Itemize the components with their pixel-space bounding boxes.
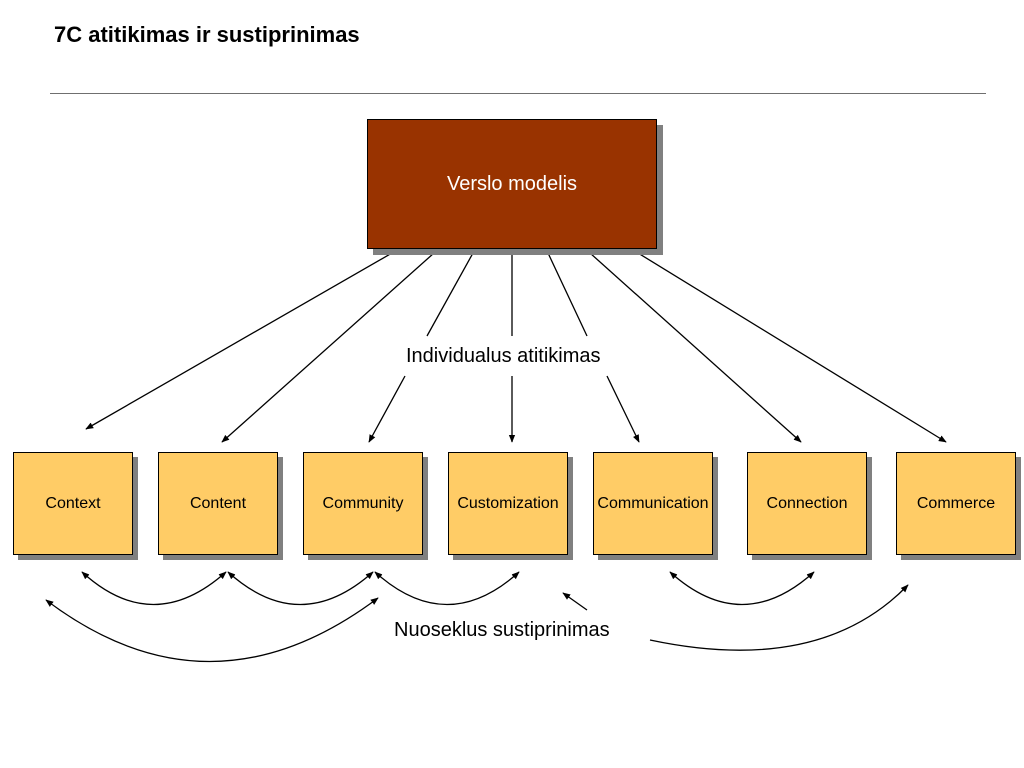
page-title: 7C atitikimas ir sustiprinimas [54, 22, 360, 47]
curve-content-community [227, 571, 374, 606]
arrow-to-commerce [637, 252, 947, 443]
arrow-to-community-upper [426, 252, 474, 337]
communication-box: Communication [593, 452, 713, 555]
community-box: Community [303, 452, 423, 555]
arrow-to-connection [589, 252, 802, 443]
arrow-to-communication-lower [606, 375, 640, 443]
curve-to-commerce [649, 584, 909, 651]
individual-fit-label: Individualus atitikimas [406, 345, 601, 367]
connection-box: Connection [747, 452, 867, 555]
context-box: Context [13, 452, 133, 555]
commerce-box: Commerce [896, 452, 1016, 555]
arrow-to-customization-bottom [562, 592, 588, 611]
content-box: Content [158, 452, 278, 555]
customization-box: Customization [448, 452, 568, 555]
consistent-reinforcement-label: Nuoseklus sustiprinimas [394, 619, 610, 641]
arrow-to-content [221, 252, 435, 443]
arrow-to-communication-upper [547, 252, 588, 337]
curve-context-community [45, 597, 379, 663]
business-model-box: Verslo modelis [367, 119, 657, 249]
curve-connection-commerce [669, 571, 815, 606]
title-divider [50, 93, 986, 94]
arrow-to-context [85, 252, 393, 430]
curve-context-content [81, 571, 227, 606]
arrow-to-community-lower [368, 375, 406, 443]
curve-community-customization [374, 571, 520, 606]
